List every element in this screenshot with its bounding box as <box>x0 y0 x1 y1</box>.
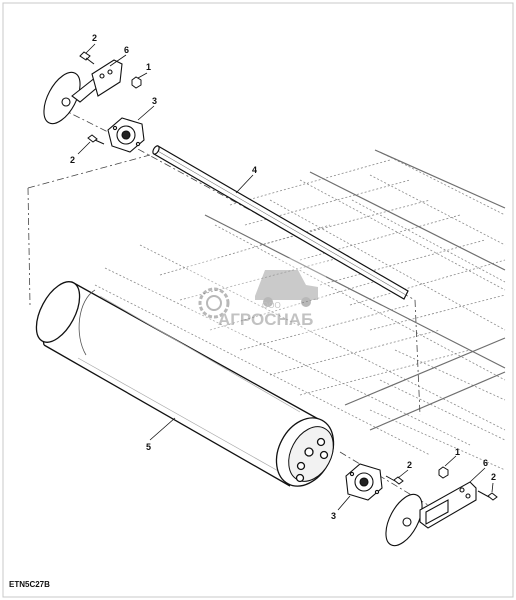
agrosnab-watermark: ООО АГРОСНАБ <box>188 258 326 334</box>
watermark-company-prefix: ООО <box>262 301 281 310</box>
end-disc-bottom <box>385 493 423 547</box>
shaft-part-4 <box>152 145 409 300</box>
watermark-company-name: АГРОСНАБ <box>218 310 313 329</box>
mounting-bracket-part-6-top <box>71 59 123 103</box>
callout-3-top: 3 <box>152 96 157 106</box>
bolt-part-2-top-b <box>87 134 105 145</box>
conveyor-slats <box>204 149 506 431</box>
gear-tractor-logo <box>198 270 318 319</box>
bearing-part-3-top <box>107 117 145 153</box>
end-disc-top <box>43 71 81 125</box>
roller-tube-part-5 <box>35 281 335 487</box>
bolt-part-2-bottom-a <box>385 475 404 485</box>
callout-3-bottom: 3 <box>331 511 336 521</box>
callout-4: 4 <box>252 165 257 175</box>
nut-part-1-top <box>131 76 142 89</box>
mounting-bracket-part-6-bottom <box>419 481 477 529</box>
callout-6-top: 6 <box>124 45 129 55</box>
callout-leaders <box>77 43 494 511</box>
callout-2-bottom-b: 2 <box>491 472 496 482</box>
callout-2-bottom-a: 2 <box>407 460 412 470</box>
bearing-part-3-bottom <box>345 463 383 501</box>
callout-5: 5 <box>146 442 151 452</box>
bolt-part-2-top-a <box>79 51 95 65</box>
callout-1-bottom: 1 <box>455 447 460 457</box>
callout-2-top-a: 2 <box>92 33 97 43</box>
callout-2-top-b: 2 <box>70 155 75 165</box>
callout-1-top: 1 <box>146 62 151 72</box>
callout-6-bottom: 6 <box>483 458 488 468</box>
figure-reference: ETN5C27B <box>9 580 50 589</box>
bolt-part-2-bottom-b <box>477 490 498 501</box>
conveyor-chain-background <box>94 151 506 471</box>
nut-part-1-bottom <box>438 466 449 479</box>
